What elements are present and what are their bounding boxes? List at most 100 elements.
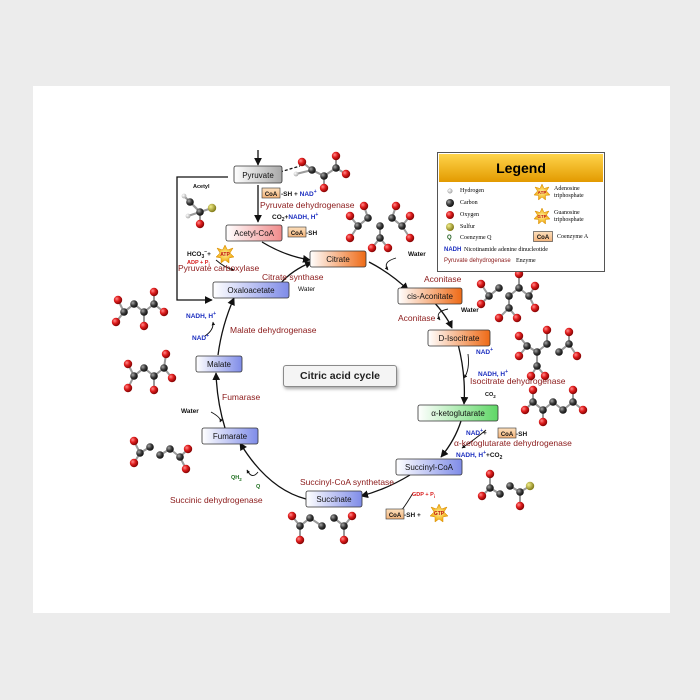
box-cis-aconitate: cis-Aconitate [397, 287, 463, 305]
box-succinyl-coa: Succinyl-CoA [395, 458, 463, 476]
oxygen-atom [159, 307, 169, 317]
oxygen-atom [405, 233, 415, 243]
gtp-starburst-icon: GTP [533, 207, 551, 225]
hydrogen-atom [185, 213, 191, 219]
oxygen-atom [514, 351, 524, 361]
label-malate: Malate [207, 360, 232, 369]
svg-text:-SH + NAD+: -SH + NAD+ [281, 189, 317, 198]
carbon-atom [130, 300, 138, 308]
enzyme-labels: Pyruvate dehydrogenase Pyruvate carboxyl… [170, 200, 572, 505]
carbon-atom [398, 222, 406, 230]
oxygen-atom [345, 211, 355, 221]
oxygen-atom [476, 279, 486, 289]
carbon-atom [539, 406, 547, 414]
carbon-atom [166, 445, 174, 453]
oxygen-atom [526, 371, 536, 381]
svg-text:QH2: QH2 [231, 475, 242, 482]
svg-text:GDP + Pi: GDP + Pi [412, 492, 435, 499]
carbon-atom [160, 364, 168, 372]
oxygen-atom [297, 157, 307, 167]
carbon-atom [549, 398, 557, 406]
arrow-succinate-to-fumarate [239, 442, 307, 500]
oxygen-atom [161, 349, 171, 359]
box-succinate: Succinate [305, 490, 363, 508]
carbon-atom [306, 514, 314, 522]
svg-text:NAD+: NAD+ [476, 347, 493, 356]
legend-coa-desc: Coenzyme A [557, 234, 589, 240]
oxygen-atom [181, 464, 191, 474]
oxygen-atom [195, 219, 205, 229]
svg-text:HCO3−+: HCO3−+ [187, 249, 211, 260]
label-cis-aconitate: cis-Aconitate [407, 292, 453, 301]
oxygen-atom [538, 417, 548, 427]
enzyme-aconitase-2: Aconitase [398, 313, 436, 323]
carbon-atom [320, 172, 328, 180]
enzyme-fumarase: Fumarase [222, 392, 261, 402]
carbon-atom [140, 364, 148, 372]
oxygen-atom [345, 233, 355, 243]
carbon-atom [505, 292, 513, 300]
carbon-atom [559, 406, 567, 414]
carbon-atom [308, 166, 316, 174]
label-oxaloacetate: Oxaloacetate [227, 286, 275, 295]
coa-box-icon: CoA [287, 226, 307, 238]
hydrogen-atom [293, 171, 299, 177]
acetyl-molecule [181, 193, 217, 229]
oxygen-atom [530, 281, 540, 291]
dashed-pyruvate-molecule-link [279, 165, 301, 173]
oxygen-atom [167, 373, 177, 383]
carbon-atom [332, 164, 340, 172]
label-acetyl-coa: Acetyl-CoA [234, 229, 275, 238]
svg-text:-SH: -SH [306, 230, 318, 237]
cis-aconitate-molecule [476, 269, 540, 323]
oxygen-atom [530, 303, 540, 313]
oxygen-atom [540, 371, 550, 381]
hydrogen-atom-icon [447, 188, 453, 194]
arrow-acetylcoa-to-citrate [261, 241, 311, 263]
legend-enzyme-example: Pyruvate dehydrogenase [444, 258, 511, 264]
legend-atp-desc: Adenosine triphosphate [554, 186, 584, 199]
gtp-starburst-icon: GTP [429, 503, 449, 523]
coa-box-icon: CoA [385, 508, 405, 520]
carbon-atom [486, 484, 494, 492]
svg-text:-SH +: -SH + [404, 512, 421, 519]
diagram-title: Citric acid cycle [283, 365, 397, 387]
atp-starburst-icon: ATP [533, 183, 551, 201]
pyruvate-molecule [293, 151, 351, 193]
svg-text:ATP: ATP [538, 190, 547, 195]
box-akg: α-ketoglutarate [417, 404, 499, 422]
carbon-atom [376, 234, 384, 242]
oxygen-atom [383, 243, 393, 253]
oxygen-atom [123, 383, 133, 393]
enzyme-pyruvate-carboxylase: Pyruvate carboxylase [178, 263, 260, 273]
carbon-atom [533, 362, 541, 370]
isocitrate-molecule [514, 325, 582, 381]
carbon-atom [136, 449, 144, 457]
svg-text:GTP: GTP [434, 511, 445, 517]
carbon-atom [130, 372, 138, 380]
legend-panel: Legend Hydrogen Carbon Oxygen Sulfur Q C… [437, 152, 605, 272]
oxygen-atom [139, 321, 149, 331]
water-cisaconitate: Water [461, 307, 479, 314]
carbon-atom [525, 292, 533, 300]
oxygen-atom [494, 313, 504, 323]
oxygen-atom [564, 327, 574, 337]
label-succinyl-coa: Succinyl-CoA [405, 463, 454, 472]
oxygen-atom [287, 511, 297, 521]
oxygen-atom [572, 351, 582, 361]
label-succinate: Succinate [316, 495, 352, 504]
carbon-atom [150, 300, 158, 308]
carbon-atom [176, 453, 184, 461]
oxygen-atom [476, 299, 486, 309]
box-oxaloacetate: Oxaloacetate [212, 281, 290, 299]
carbon-atom [515, 284, 523, 292]
oxygen-atom [123, 359, 133, 369]
carbon-atom [318, 522, 326, 530]
svg-text:CoA: CoA [501, 432, 514, 438]
enzyme-citrate-synthase: Citrate synthase [262, 272, 324, 282]
arrow-malate-to-oxaloacetate [217, 297, 235, 356]
label-citrate: Citrate [326, 255, 350, 264]
legend-q-symbol: Q [447, 235, 452, 241]
legend-q-desc: Coenzyme Q [460, 235, 492, 241]
box-pyruvate: Pyruvate [233, 165, 283, 184]
